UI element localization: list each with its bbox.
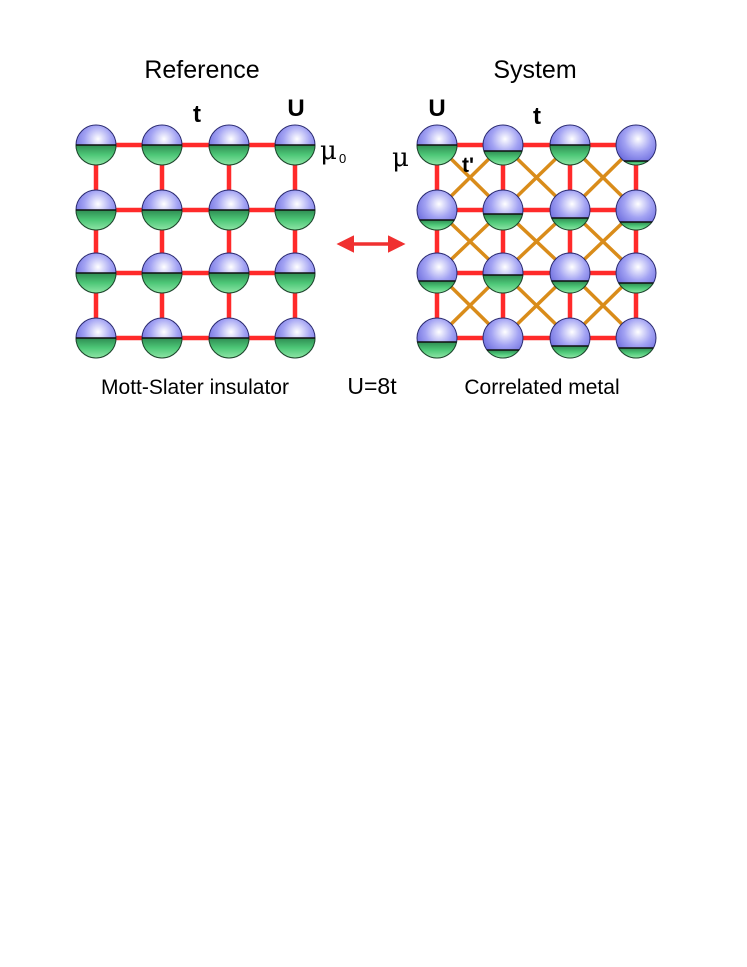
system-site xyxy=(615,252,657,294)
reference-site-filling xyxy=(141,209,183,231)
reference-site-filling xyxy=(208,272,250,294)
reference-site xyxy=(208,124,250,166)
reference-site xyxy=(141,252,183,294)
reference-site-filling xyxy=(75,337,117,359)
system-site xyxy=(482,189,524,231)
system-site xyxy=(482,124,524,166)
system-site xyxy=(615,124,657,166)
system-site-filling xyxy=(549,144,591,166)
system-site-filling xyxy=(416,144,458,166)
reference-site xyxy=(274,317,316,359)
system-site-filling xyxy=(550,217,590,231)
reference-site xyxy=(208,317,250,359)
reference-site-filling xyxy=(208,144,250,166)
system-site-filling xyxy=(418,219,456,231)
reference-site-filling xyxy=(75,209,117,231)
system-site xyxy=(482,317,524,359)
reference-site-filling xyxy=(274,337,316,359)
system-mu-label: μ xyxy=(392,143,409,173)
system-site-filling xyxy=(485,349,521,359)
reference-site-filling xyxy=(208,209,250,231)
system-caption: Correlated metal xyxy=(464,376,619,399)
system-site-filling xyxy=(618,221,654,231)
reference-site-filling xyxy=(141,272,183,294)
reference-site xyxy=(274,252,316,294)
system-interaction-label: U xyxy=(428,95,445,122)
reference-site xyxy=(274,124,316,166)
system-site xyxy=(416,317,458,359)
reference-site-filling xyxy=(274,272,316,294)
system-site xyxy=(549,252,591,294)
system-site xyxy=(549,317,591,359)
reference-lattice xyxy=(75,124,316,359)
reference-site xyxy=(274,189,316,231)
reference-interaction-label: U xyxy=(287,95,304,122)
reference-site xyxy=(75,189,117,231)
system-site-filling xyxy=(483,150,523,166)
reference-site-filling xyxy=(75,144,117,166)
reference-site xyxy=(208,189,250,231)
system-next-hopping-label: t' xyxy=(462,154,474,177)
reference-site xyxy=(141,317,183,359)
system-site xyxy=(615,189,657,231)
reference-site xyxy=(141,189,183,231)
system-site xyxy=(416,189,458,231)
system-site xyxy=(482,252,524,294)
system-site-filling xyxy=(416,341,458,359)
system-site xyxy=(549,124,591,166)
system-site xyxy=(549,189,591,231)
reference-site-filling xyxy=(141,337,183,359)
reference-site xyxy=(75,124,117,166)
reference-hopping-label: t xyxy=(193,101,201,128)
system-site-filling xyxy=(482,274,524,294)
reference-site-filling xyxy=(274,209,316,231)
reference-site xyxy=(141,124,183,166)
system-title: System xyxy=(493,56,576,84)
reference-title: Reference xyxy=(144,56,259,84)
reference-mu-label: μ xyxy=(320,136,337,166)
reference-sites xyxy=(75,124,316,359)
system-site xyxy=(615,317,657,359)
reference-site xyxy=(75,252,117,294)
system-site-filling xyxy=(550,345,590,359)
system-site-sphere xyxy=(615,124,657,166)
reference-site-filling xyxy=(141,144,183,166)
reference-bonds xyxy=(93,142,298,341)
system-site-filling xyxy=(617,347,655,359)
system-lattice xyxy=(416,124,657,359)
reference-site xyxy=(208,252,250,294)
reference-site-filling xyxy=(208,337,250,359)
system-site-filling xyxy=(617,282,655,294)
system-hopping-label: t xyxy=(533,103,541,130)
system-site xyxy=(416,252,458,294)
center-label: U=8t xyxy=(347,373,397,399)
system-sites xyxy=(416,124,657,359)
reference-site-filling xyxy=(75,272,117,294)
system-site-filling xyxy=(417,280,457,294)
system-site-filling xyxy=(550,280,590,294)
reference-caption: Mott-Slater insulator xyxy=(101,376,289,399)
reference-site-filling xyxy=(274,144,316,166)
reference-mu-subscript: 0 xyxy=(339,151,346,166)
system-site-filling xyxy=(482,213,524,231)
system-site xyxy=(416,124,458,166)
reference-site xyxy=(75,317,117,359)
